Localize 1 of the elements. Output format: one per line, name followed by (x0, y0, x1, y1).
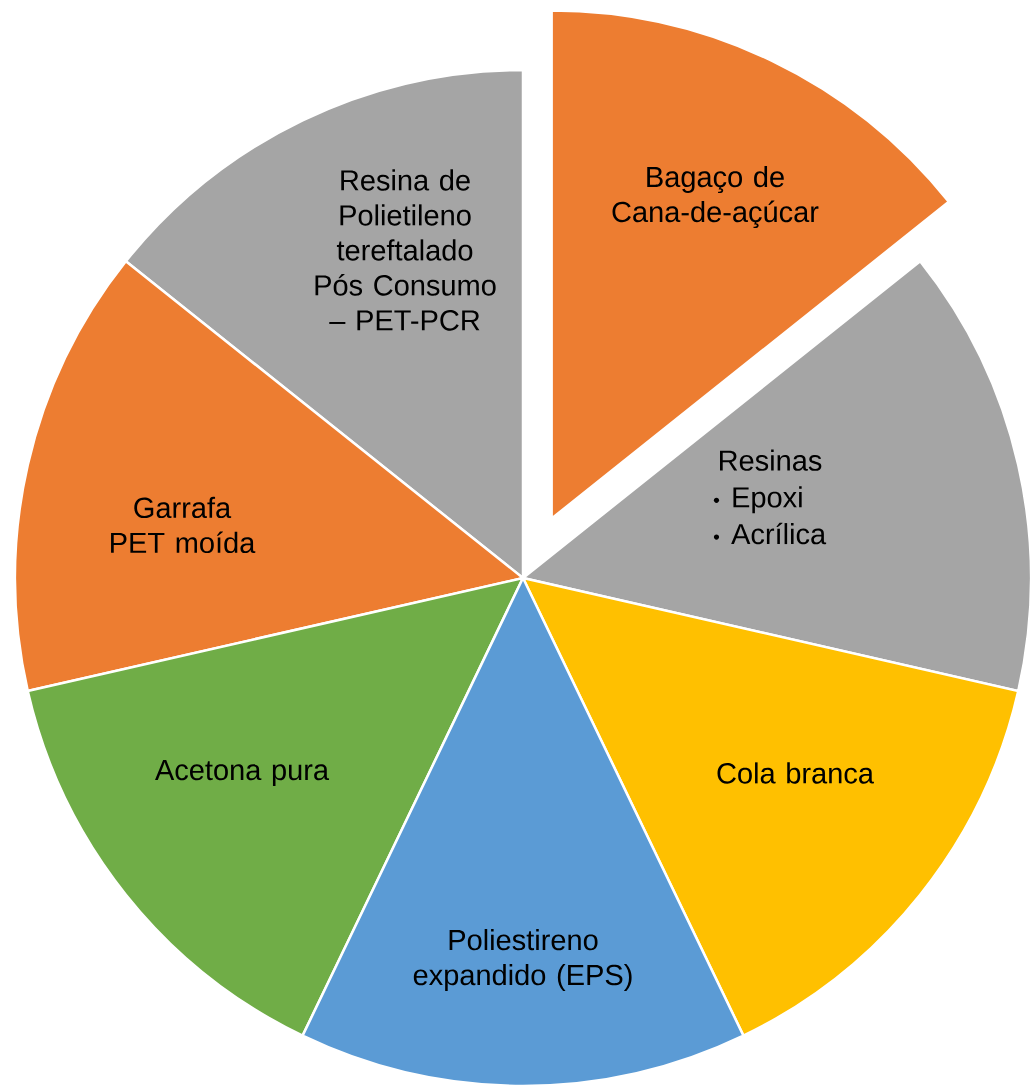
pie-slice: Resinas Epoxi Acrílica (521, 260, 1031, 693)
